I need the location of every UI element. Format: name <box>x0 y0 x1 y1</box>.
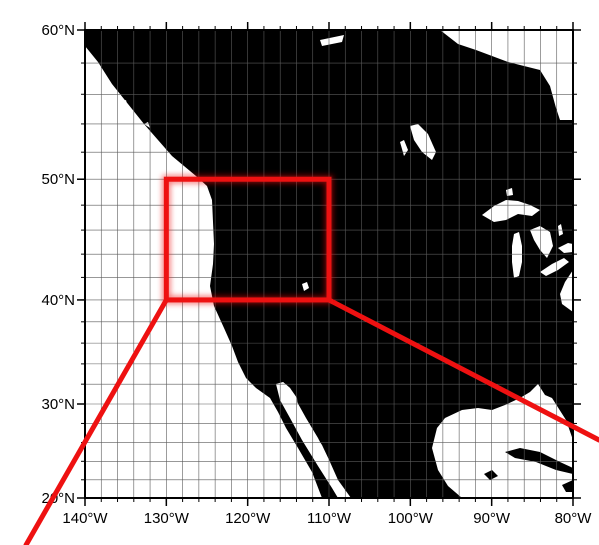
lon-tick-label: 120°W <box>225 510 271 527</box>
lake-michigan <box>512 232 522 278</box>
pacific-island <box>120 100 128 110</box>
lake-huron <box>530 226 553 258</box>
pacific-island-small <box>144 122 150 128</box>
lake-winnipeg <box>410 124 436 160</box>
lat-tick-label: 60°N <box>41 22 75 39</box>
great-salt-lake <box>302 282 309 291</box>
zoom-connector-right <box>326 297 599 443</box>
lat-tick-label: 50°N <box>41 171 75 188</box>
lon-tick-label: 140°W <box>62 510 108 527</box>
lat-tick-label: 40°N <box>41 292 75 309</box>
graticule <box>85 30 573 498</box>
hudson-bay <box>440 30 573 120</box>
lake-ontario <box>558 243 573 253</box>
lon-tick-label: 100°W <box>388 510 434 527</box>
cuba <box>505 448 573 474</box>
east-coast-water <box>560 270 573 312</box>
lake-superior <box>482 200 540 222</box>
gulf-of-california <box>280 382 330 466</box>
zoom-connector-left <box>23 297 169 545</box>
lake-erie <box>540 258 569 276</box>
lon-tick-label: 130°W <box>144 510 190 527</box>
zoom-connectors <box>23 297 599 545</box>
lat-tick-label: 30°N <box>41 396 75 413</box>
highlight-box <box>163 176 332 303</box>
hispaniola-edge <box>562 480 573 492</box>
lon-tick-label: 90°W <box>473 510 511 527</box>
lake-athabasca <box>320 35 344 46</box>
lon-tick-label: 110°W <box>307 510 352 527</box>
caribbean-island <box>484 470 498 480</box>
lon-tick-label: 80°W <box>555 510 593 527</box>
